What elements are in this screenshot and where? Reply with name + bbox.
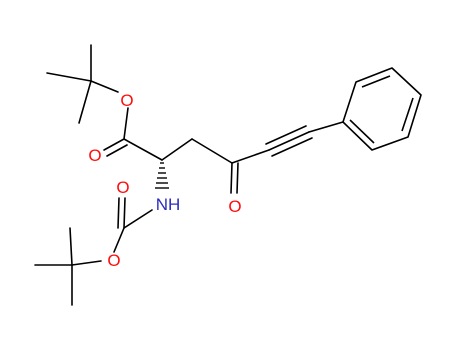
tbutyl-ester-group bbox=[46, 44, 163, 161]
bond bbox=[69, 227, 73, 266]
bond bbox=[123, 107, 129, 140]
phenyl-ring bbox=[342, 67, 422, 151]
bond bbox=[46, 72, 92, 82]
bond bbox=[308, 121, 344, 133]
bond bbox=[271, 137, 313, 157]
bond bbox=[90, 80, 119, 93]
ester-carbonyl-oxygen-label: O bbox=[88, 146, 101, 165]
bond bbox=[236, 162, 239, 194]
ketone-oxygen-label: O bbox=[228, 197, 241, 216]
bond bbox=[117, 197, 120, 229]
alkyne-triple-bond bbox=[265, 121, 344, 157]
carbamate-carbonyl-oxygen-label: O bbox=[116, 178, 129, 197]
amine-nh-label: NH bbox=[156, 195, 181, 214]
bond bbox=[349, 119, 375, 144]
bond bbox=[123, 209, 153, 229]
bond bbox=[161, 138, 193, 161]
bond bbox=[265, 125, 307, 145]
bond bbox=[268, 131, 310, 151]
bond bbox=[231, 149, 270, 164]
bond bbox=[103, 138, 125, 151]
boc-group bbox=[34, 197, 153, 306]
bond bbox=[71, 260, 102, 266]
ester-oxygen-label: O bbox=[120, 91, 133, 110]
bond bbox=[78, 80, 92, 124]
bond bbox=[106, 144, 128, 157]
bond bbox=[230, 162, 233, 194]
bond bbox=[123, 138, 163, 161]
ring-outline bbox=[342, 67, 422, 151]
backbone-chain bbox=[161, 138, 270, 194]
hashed-wedge-bond bbox=[155, 162, 169, 189]
bond bbox=[113, 227, 125, 253]
carbamate-oxygen-label: O bbox=[107, 251, 120, 270]
bond bbox=[361, 75, 391, 88]
bond bbox=[401, 97, 414, 132]
bond bbox=[123, 197, 126, 229]
bond bbox=[191, 138, 233, 164]
